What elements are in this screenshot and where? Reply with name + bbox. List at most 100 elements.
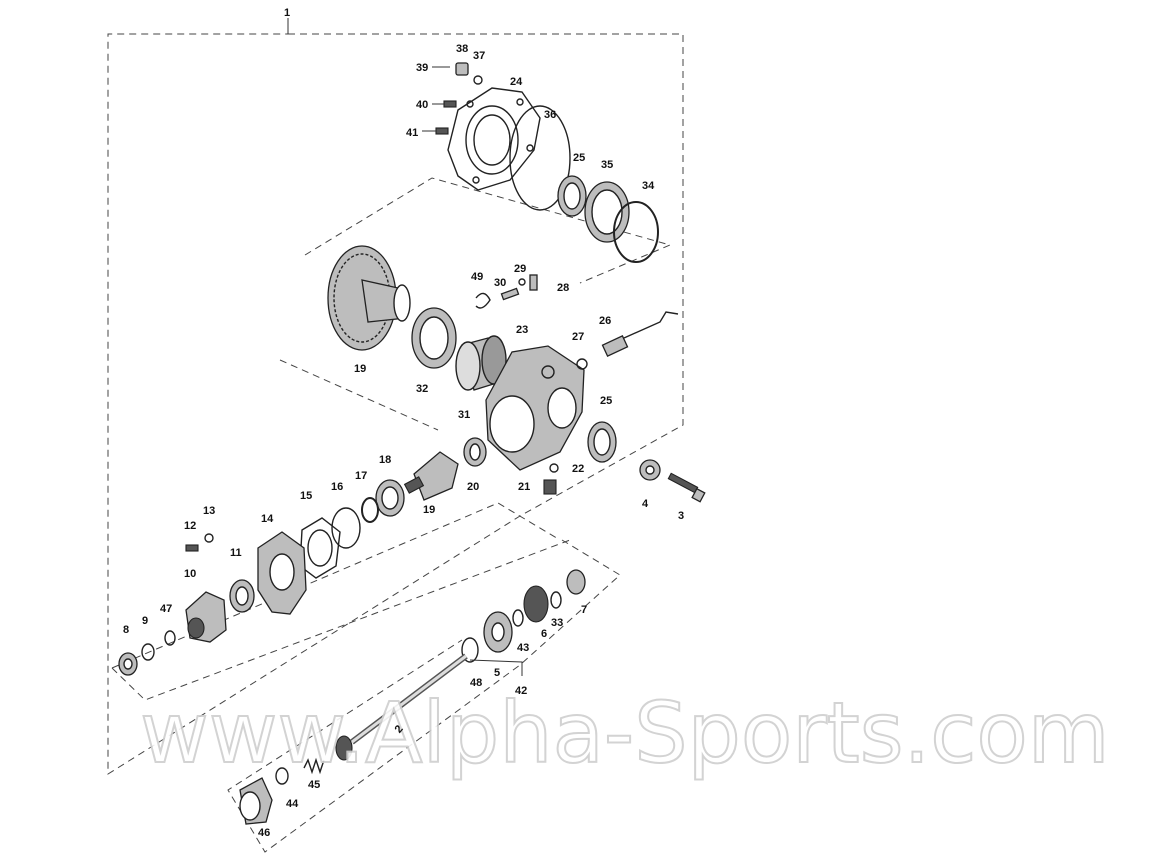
spring-part-45 bbox=[303, 757, 325, 775]
seal-part-25-lower bbox=[587, 421, 617, 463]
housing-part-14 bbox=[257, 531, 307, 615]
bolt-part-12 bbox=[185, 544, 199, 552]
callout-15: 15 bbox=[300, 490, 312, 502]
washer-part-9 bbox=[141, 643, 155, 661]
callout-29: 29 bbox=[514, 263, 526, 275]
o-ring-part-16 bbox=[331, 507, 361, 549]
callout-34: 34 bbox=[642, 180, 655, 192]
callout-3: 3 bbox=[678, 510, 684, 522]
callout-41: 41 bbox=[406, 127, 418, 139]
clip-part-49 bbox=[475, 292, 491, 309]
callout-49: 49 bbox=[471, 271, 483, 283]
callout-5: 5 bbox=[494, 667, 500, 679]
callout-7: 7 bbox=[581, 604, 587, 616]
callout-32: 32 bbox=[416, 383, 428, 395]
callout-27: 27 bbox=[572, 331, 584, 343]
washer-part-22 bbox=[549, 463, 559, 473]
callout-18: 18 bbox=[379, 454, 391, 466]
pinion-gear-part-19 bbox=[403, 451, 459, 501]
callout-33: 33 bbox=[551, 617, 563, 629]
ring-gear-part-19 bbox=[327, 245, 411, 351]
callout-19-pinion: 19 bbox=[423, 504, 435, 516]
callout-38: 38 bbox=[456, 43, 468, 55]
o-ring-part-36 bbox=[509, 105, 571, 211]
callout-44: 44 bbox=[286, 798, 299, 810]
callout-31: 31 bbox=[458, 409, 470, 421]
ring-gear-group-boundary bbox=[304, 177, 672, 284]
ring-part-33 bbox=[550, 591, 562, 609]
o-ring-part-47 bbox=[164, 630, 176, 646]
callout-36: 36 bbox=[544, 109, 556, 121]
breather-part-28 bbox=[529, 274, 538, 291]
collar-part-4 bbox=[639, 459, 661, 481]
callout-26: 26 bbox=[599, 315, 611, 327]
callout-11: 11 bbox=[230, 547, 242, 559]
washer-part-13 bbox=[204, 533, 214, 543]
callout-25-lower: 25 bbox=[600, 395, 612, 407]
callout-45: 45 bbox=[308, 779, 320, 791]
drive-shaft-part-2 bbox=[335, 653, 468, 761]
gear-case-part-23 bbox=[485, 345, 585, 471]
callout-47: 47 bbox=[160, 603, 172, 615]
sensor-part-26 bbox=[601, 311, 679, 357]
bearing-part-7 bbox=[566, 569, 586, 595]
callout-48: 48 bbox=[470, 677, 482, 689]
o-ring-part-29 bbox=[518, 278, 526, 286]
bearing-part-35 bbox=[584, 181, 630, 243]
seal-part-32 bbox=[411, 307, 457, 369]
callout-43: 43 bbox=[517, 642, 529, 654]
callout-23: 23 bbox=[516, 324, 528, 336]
callout-1: 1 bbox=[284, 7, 290, 19]
coupler-part-5 bbox=[483, 611, 513, 653]
bolt-part-41 bbox=[435, 127, 449, 135]
ring-part-34 bbox=[613, 201, 659, 263]
callout-42: 42 bbox=[515, 685, 527, 697]
ring-part-43 bbox=[512, 609, 524, 627]
washer-part-48 bbox=[461, 637, 479, 663]
clip-part-44 bbox=[275, 767, 289, 785]
callout-14: 14 bbox=[261, 513, 274, 525]
pin-part-30 bbox=[500, 287, 520, 301]
callout-8: 8 bbox=[123, 624, 129, 636]
drive-shaft-boundary bbox=[227, 539, 621, 853]
callout-39: 39 bbox=[416, 62, 428, 74]
gasket-part-15 bbox=[299, 517, 341, 579]
o-ring-part-27 bbox=[576, 358, 588, 370]
bolt-part-3 bbox=[667, 472, 706, 503]
callout-12: 12 bbox=[184, 520, 196, 532]
callout-30: 30 bbox=[494, 277, 506, 289]
callout-40: 40 bbox=[416, 99, 428, 111]
bearing-part-20 bbox=[463, 437, 487, 467]
callout-10: 10 bbox=[184, 568, 196, 580]
flange-part-10 bbox=[185, 591, 227, 643]
seal-part-11 bbox=[229, 579, 255, 613]
callout-24: 24 bbox=[510, 76, 523, 88]
plug-part-38 bbox=[455, 62, 469, 76]
callout-6: 6 bbox=[541, 628, 547, 640]
callout-21: 21 bbox=[518, 481, 530, 493]
callout-37: 37 bbox=[473, 50, 485, 62]
boot-part-46 bbox=[239, 777, 273, 825]
cover-housing-part-24 bbox=[447, 87, 541, 191]
bearing-part-18 bbox=[375, 479, 405, 517]
needle-bearing-part-31 bbox=[455, 335, 507, 391]
drain-plug-part-21 bbox=[543, 479, 557, 495]
callout-19-ring-gear: 19 bbox=[354, 363, 366, 375]
callout-25-upper: 25 bbox=[573, 152, 585, 164]
nut-part-8 bbox=[118, 652, 138, 676]
callout-20: 20 bbox=[467, 481, 479, 493]
callout-28: 28 bbox=[557, 282, 569, 294]
callout-13: 13 bbox=[203, 505, 215, 517]
seal-part-25-upper bbox=[557, 175, 587, 217]
ring-part-17 bbox=[361, 497, 379, 523]
callout-9: 9 bbox=[142, 615, 148, 627]
assembly-boundary bbox=[107, 33, 684, 775]
callout-17: 17 bbox=[355, 470, 367, 482]
callout-35: 35 bbox=[601, 159, 613, 171]
callout-4: 4 bbox=[642, 498, 649, 510]
callout-46: 46 bbox=[258, 827, 270, 839]
spline-sleeve-part-6 bbox=[523, 585, 549, 623]
washer-part-37 bbox=[473, 75, 483, 85]
callout-22: 22 bbox=[572, 463, 584, 475]
